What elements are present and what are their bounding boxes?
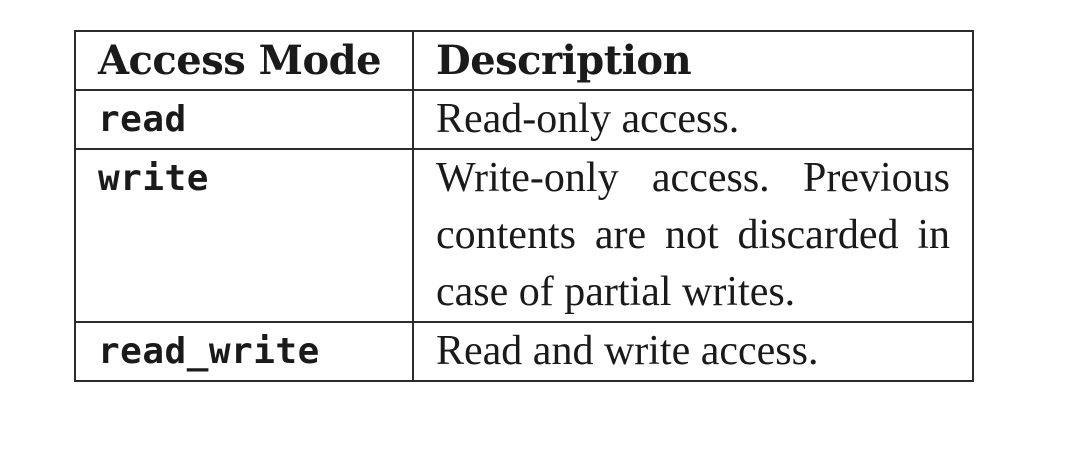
header-description: Description [412,30,974,91]
table-row: read Read-only access. [74,89,974,150]
description-cell: Read and write access. [412,321,974,382]
table-row: read_write Read and write access. [74,321,974,382]
access-mode-cell: read_write [74,321,414,382]
description-cell: Write-only access. Previous contents are… [412,148,974,323]
access-mode-cell: write [74,148,414,323]
access-mode-cell: read [74,89,414,150]
table-header-row: Access Mode Description [74,30,974,91]
header-access-mode: Access Mode [74,30,414,91]
description-cell: Read-only access. [412,89,974,150]
table-row: write Write-only access. Previous conten… [74,148,974,323]
access-mode-table: Access Mode Description read Read-only a… [74,30,974,382]
